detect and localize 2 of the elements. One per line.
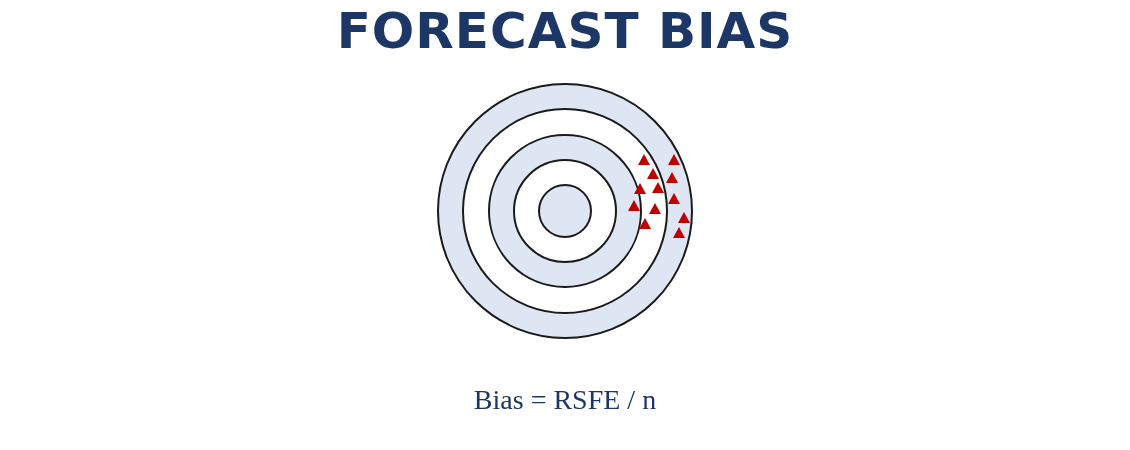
- formula-text: Bias = RSFE / n: [473, 384, 657, 415]
- title: FORECAST BIAS: [335, 2, 795, 60]
